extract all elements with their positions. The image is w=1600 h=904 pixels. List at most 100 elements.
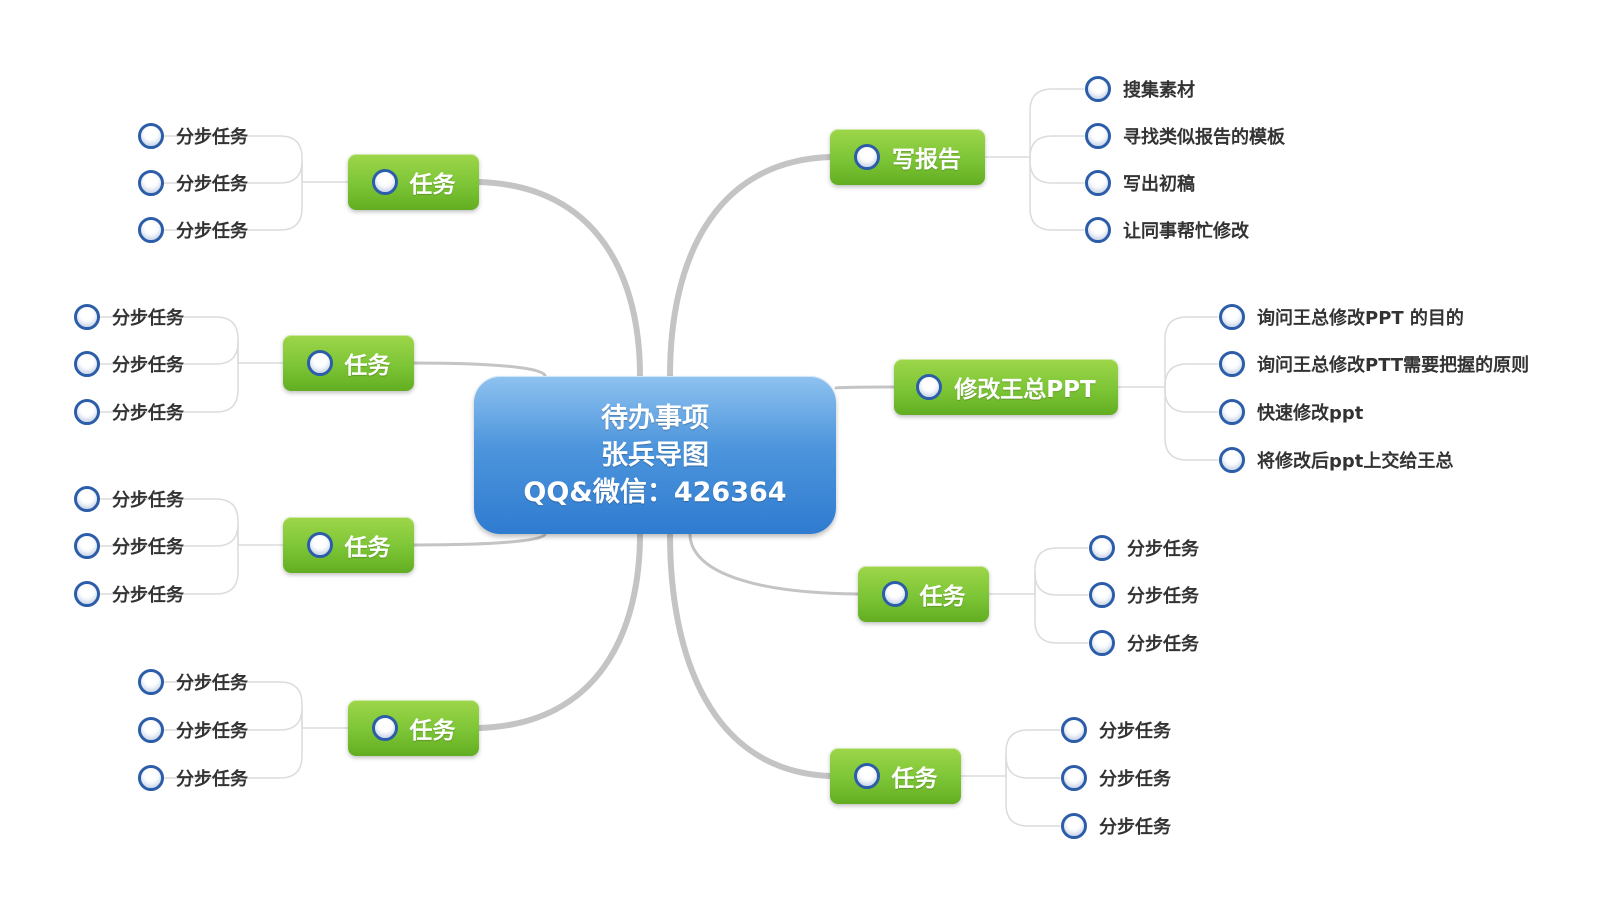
sub-branch-line [161, 160, 303, 184]
subtopic-left-2-3[interactable]: 分步任务 [74, 397, 184, 427]
topic-label: 任务 [344, 353, 391, 379]
subtopic-label: 分步任务 [176, 221, 248, 242]
subtopic-bullet-icon [138, 765, 164, 791]
subtopic-label: 写出初稿 [1123, 174, 1195, 195]
subtopic-label: 分步任务 [112, 308, 184, 329]
topic-right-3[interactable]: 任务 [858, 566, 989, 622]
subtopic-left-4-1[interactable]: 分步任务 [138, 667, 248, 697]
main-branch-line [476, 531, 643, 731]
subtopic-bullet-icon [1085, 76, 1111, 102]
main-branch-line [667, 531, 833, 779]
subtopic-bullet-icon [1089, 630, 1115, 656]
subtopic-right-4-2[interactable]: 分步任务 [1061, 763, 1171, 793]
sub-branch-line [97, 316, 239, 364]
sub-branch-line [97, 544, 239, 595]
sub-branch-line [1164, 316, 1219, 388]
subtopic-label: 将修改后ppt上交给王总 [1257, 451, 1454, 472]
subtopic-left-1-2[interactable]: 分步任务 [138, 168, 248, 198]
topic-left-3[interactable]: 任务 [283, 517, 414, 573]
topic-label: 任务 [409, 172, 456, 198]
subtopic-left-4-2[interactable]: 分步任务 [138, 715, 248, 745]
topic-bullet-icon [306, 532, 333, 558]
sub-branch-line [1005, 729, 1061, 777]
subtopic-bullet-icon [74, 399, 100, 425]
topic-bullet-icon [916, 374, 943, 400]
subtopic-right-4-1[interactable]: 分步任务 [1061, 715, 1171, 745]
subtopic-right-3-1[interactable]: 分步任务 [1089, 533, 1199, 563]
subtopic-label: 分步任务 [176, 174, 248, 195]
sub-branch-line [1034, 572, 1089, 596]
topic-label: 任务 [919, 584, 966, 610]
sub-branch-line [1005, 755, 1061, 779]
topic-write-report[interactable]: 写报告 [830, 129, 985, 185]
sub-branch-line [97, 362, 239, 413]
subtopic-bullet-icon [74, 533, 100, 559]
topic-bullet-icon [371, 169, 398, 195]
subtopic-right-2-2[interactable]: 询问王总修改PTT需要把握的原则 [1219, 349, 1529, 379]
central-author: 张兵导图 [601, 439, 709, 471]
subtopic-bullet-icon [74, 486, 100, 512]
subtopic-right-4-3[interactable]: 分步任务 [1061, 811, 1171, 841]
topic-label: 任务 [891, 766, 938, 792]
subtopic-right-2-4[interactable]: 将修改后ppt上交给王总 [1219, 445, 1453, 475]
subtopic-bullet-icon [1085, 170, 1111, 196]
topic-left-2[interactable]: 任务 [283, 335, 414, 391]
sub-branch-line [1034, 593, 1089, 644]
subtopic-label: 快速修改ppt [1257, 403, 1364, 424]
subtopic-bullet-icon [1085, 217, 1111, 243]
topic-left-1[interactable]: 任务 [348, 154, 479, 210]
topic-left-4[interactable]: 任务 [348, 700, 479, 756]
subtopic-bullet-icon [1061, 813, 1087, 839]
sub-branch-line [161, 681, 303, 729]
subtopic-label: 分步任务 [1127, 634, 1199, 655]
topic-bullet-icon [306, 350, 333, 376]
subtopic-bullet-icon [1085, 123, 1111, 149]
subtopic-left-3-1[interactable]: 分步任务 [74, 484, 184, 514]
subtopic-left-2-1[interactable]: 分步任务 [74, 302, 184, 332]
subtopic-label: 分步任务 [112, 403, 184, 424]
subtopic-right-2-3[interactable]: 快速修改ppt [1219, 397, 1363, 427]
topic-revise-ppt[interactable]: 修改王总PPT [894, 359, 1118, 415]
main-branch-line [834, 385, 896, 390]
subtopic-bullet-icon [1219, 447, 1245, 473]
subtopic-right-1-4[interactable]: 让同事帮忙修改 [1085, 215, 1249, 245]
topic-bullet-icon [371, 715, 398, 741]
subtopic-left-4-3[interactable]: 分步任务 [138, 763, 248, 793]
sub-branch-line [1164, 363, 1219, 388]
subtopic-left-3-3[interactable]: 分步任务 [74, 579, 184, 609]
central-contact: QQ&微信：426364 [523, 476, 787, 508]
sub-branch-line [161, 707, 303, 731]
subtopic-right-1-3[interactable]: 写出初稿 [1085, 168, 1195, 198]
sub-branch-line [1034, 547, 1089, 595]
sub-branch-line [1005, 775, 1061, 827]
subtopic-bullet-icon [74, 304, 100, 330]
main-branch-line [667, 154, 833, 379]
sub-branch-line [1029, 135, 1085, 159]
central-topic[interactable]: 待办事项 张兵导图 QQ&微信：426364 [474, 376, 836, 534]
sub-branch-line [161, 181, 303, 231]
subtopic-bullet-icon [1089, 582, 1115, 608]
subtopic-right-1-1[interactable]: 搜集素材 [1085, 74, 1195, 104]
subtopic-left-1-3[interactable]: 分步任务 [138, 215, 248, 245]
main-branch-line [412, 532, 547, 547]
subtopic-label: 分步任务 [1099, 817, 1171, 838]
subtopic-right-1-2[interactable]: 寻找类似报告的模板 [1085, 121, 1285, 151]
subtopic-label: 分步任务 [176, 127, 248, 148]
sub-branch-line [97, 341, 239, 365]
subtopic-right-2-1[interactable]: 询问王总修改PPT 的目的 [1219, 302, 1464, 332]
subtopic-left-1-1[interactable]: 分步任务 [138, 121, 248, 151]
subtopic-label: 分步任务 [112, 585, 184, 606]
topic-right-4[interactable]: 任务 [830, 748, 961, 804]
subtopic-left-3-2[interactable]: 分步任务 [74, 531, 184, 561]
subtopic-bullet-icon [1219, 399, 1245, 425]
subtopic-bullet-icon [138, 170, 164, 196]
subtopic-bullet-icon [138, 669, 164, 695]
subtopic-right-3-2[interactable]: 分步任务 [1089, 580, 1199, 610]
subtopic-label: 询问王总修改PPT 的目的 [1257, 308, 1464, 329]
subtopic-right-3-3[interactable]: 分步任务 [1089, 628, 1199, 658]
subtopic-left-2-2[interactable]: 分步任务 [74, 349, 184, 379]
topic-bullet-icon [853, 763, 880, 789]
subtopic-label: 搜集素材 [1123, 80, 1195, 101]
topic-label: 修改王总PPT [954, 377, 1096, 403]
